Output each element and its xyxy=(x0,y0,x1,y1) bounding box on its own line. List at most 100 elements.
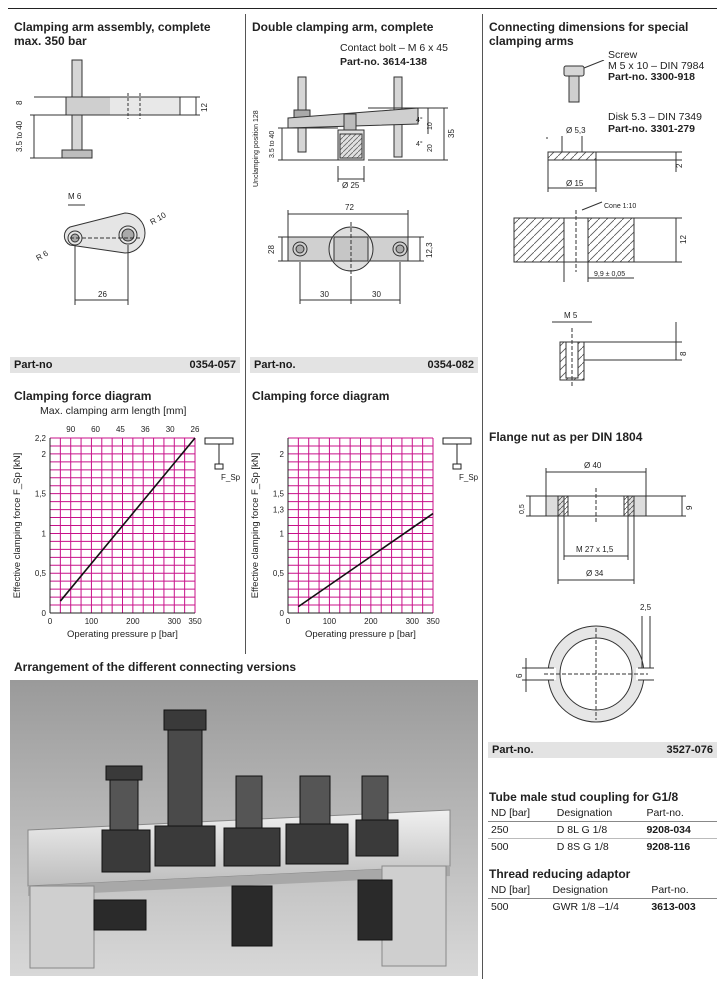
col3-partno-value: 3527-076 xyxy=(666,744,714,756)
dim-12b: 12 xyxy=(679,235,688,244)
clamp-symbol-icon: F_Sp xyxy=(442,437,479,482)
col2-title: Double clamping arm, complete xyxy=(252,20,434,34)
dim-4b: 4° xyxy=(416,140,423,148)
top-tick-label: 45 xyxy=(116,425,125,434)
clamp-symbol-icon: F_Sp xyxy=(204,437,240,482)
screw-label: Screw xyxy=(608,49,638,61)
tube-title: Tube male stud coupling for G1/8 xyxy=(489,790,679,804)
dim-28: 28 xyxy=(267,245,276,254)
y-tick-label: 2,2 xyxy=(35,434,47,443)
cell: 3613-003 xyxy=(651,901,696,913)
x-tick-label: 100 xyxy=(323,617,337,626)
dim-26: 26 xyxy=(98,290,107,299)
y-tick-label: 1,3 xyxy=(273,506,285,515)
y-axis-label: Effective clamping force F_Sp [kN] xyxy=(12,453,23,599)
col2-diagram-title: Clamping force diagram xyxy=(252,389,390,403)
dim-cone: Cone 1:10 xyxy=(604,203,636,210)
dim-4a: 4° xyxy=(416,116,423,124)
y-tick-label: 1,5 xyxy=(273,490,285,499)
y-tick-label: 0 xyxy=(280,609,285,618)
tube-header-partno: Part-no. xyxy=(643,805,717,822)
col1-partno-label: Part-no xyxy=(14,359,53,371)
col1-partno-value: 0354-057 xyxy=(189,359,237,371)
dim-20: 20 xyxy=(427,144,434,152)
y-tick-label: 1,5 xyxy=(35,490,47,499)
x-tick-label: 0 xyxy=(286,617,291,626)
cell: D 8L G 1/8 xyxy=(553,821,644,839)
top-rule xyxy=(8,8,717,9)
top-tick-label: 60 xyxy=(91,425,100,434)
dim-8b: 8 xyxy=(679,351,688,356)
y-tick-label: 0,5 xyxy=(35,569,47,578)
top-tick-label: 36 xyxy=(141,425,150,434)
dim-m6: M 6 xyxy=(68,192,82,201)
dim-99: 9,9 ± 0,05 xyxy=(594,271,625,278)
x-tick-label: 300 xyxy=(168,617,182,626)
dim-34: Ø 34 xyxy=(586,569,604,578)
clamping-arm-drawing: 8 3.5 to 40 12 M 6 R 6 R 10 26 xyxy=(15,59,209,305)
x-tick-label: 100 xyxy=(85,617,99,626)
connecting-dims-drawing: Ø 5,3 2 Ø 15 Cone 1:10 12 9,9 ± 0,05 M 5… xyxy=(513,60,688,388)
cell: 500 xyxy=(491,901,509,913)
screw-block: Screw M 5 x 10 – DIN 7984 Part-no. 3300-… xyxy=(608,50,704,83)
chart1-top-axis-label: Max. clamping arm length [mm] xyxy=(40,405,187,417)
x-tick-label: 200 xyxy=(126,617,140,626)
dim-r10: R 10 xyxy=(149,210,169,227)
clamp-symbol-arm xyxy=(442,437,472,445)
cell: 9208-034 xyxy=(643,821,717,839)
dim-8: 8 xyxy=(15,100,24,105)
dim-2: 2 xyxy=(675,163,684,168)
x-tick-label: 300 xyxy=(406,617,420,626)
dim-40: Ø 40 xyxy=(584,461,602,470)
adaptor-header-partno: Part-no. xyxy=(648,882,717,899)
dim-25: Ø 25 xyxy=(342,181,360,190)
cell: 500 xyxy=(491,841,509,853)
top-tick-label: 30 xyxy=(166,425,175,434)
flange-nut-drawing: Ø 40 0,5 9 M 27 x 1,5 Ø 34 2,5 6 xyxy=(515,461,694,723)
dim-35-40: 3.5 to 40 xyxy=(269,131,276,158)
clamp-symbol-head xyxy=(214,463,224,470)
clamp-symbol-arm xyxy=(204,437,234,445)
disk-block: Disk 5.3 – DIN 7349 Part-no. 3301-279 xyxy=(608,111,702,135)
table-row: 500 GWR 1/8 –1/4 3613-003 xyxy=(488,899,717,916)
arrangement-photo xyxy=(10,680,478,976)
column-divider-1 xyxy=(245,14,246,654)
series-line xyxy=(59,437,196,602)
flange-title: Flange nut as per DIN 1804 xyxy=(489,430,643,444)
dim-25b: 2,5 xyxy=(640,603,652,612)
cell: 250 xyxy=(488,821,554,839)
double-arm-drawing: Unclamping position 128 3.5 to 40 Ø 25 4… xyxy=(253,76,456,304)
disk-label: Disk 5.3 – DIN 7349 xyxy=(608,111,702,123)
dim-30a: 30 xyxy=(320,290,329,299)
y-tick-label: 0 xyxy=(42,609,47,618)
screw-spec: M 5 x 10 – DIN 7984 xyxy=(608,60,705,72)
arrangement-title: Arrangement of the different connecting … xyxy=(14,660,297,674)
dim-123: 12,3 xyxy=(425,242,434,258)
col3-partno-label: Part-no. xyxy=(492,744,534,756)
y-tick-label: 0,5 xyxy=(273,569,285,578)
dim-m5: M 5 xyxy=(564,311,578,320)
tube-header-designation: Designation xyxy=(553,805,644,822)
col2-partno-value: 0354-082 xyxy=(427,359,475,371)
dim-35: 3.5 to 40 xyxy=(15,120,24,152)
y-tick-label: 2 xyxy=(280,450,285,459)
tube-header-nd: ND [bar] xyxy=(488,805,554,822)
tube-table: ND [bar] Designation Part-no. 250 D 8L G… xyxy=(488,805,717,855)
top-tick-label: 26 xyxy=(191,425,200,434)
x-tick-label: 200 xyxy=(364,617,378,626)
dim-35b: 35 xyxy=(447,129,456,138)
col1-diagram-title: Clamping force diagram xyxy=(14,389,152,403)
clamp-symbol-label: F_Sp xyxy=(221,473,240,482)
cell: 9208-116 xyxy=(646,841,691,853)
adaptor-title: Thread reducing adaptor xyxy=(489,867,631,881)
dim-15: Ø 15 xyxy=(566,179,584,188)
series-line xyxy=(297,512,434,608)
dim-m27: M 27 x 1,5 xyxy=(576,545,614,554)
dim-53: Ø 5,3 xyxy=(566,126,586,135)
dim-6: 6 xyxy=(515,673,524,678)
x-tick-label: 350 xyxy=(426,617,440,626)
top-tick-label: 90 xyxy=(66,425,75,434)
